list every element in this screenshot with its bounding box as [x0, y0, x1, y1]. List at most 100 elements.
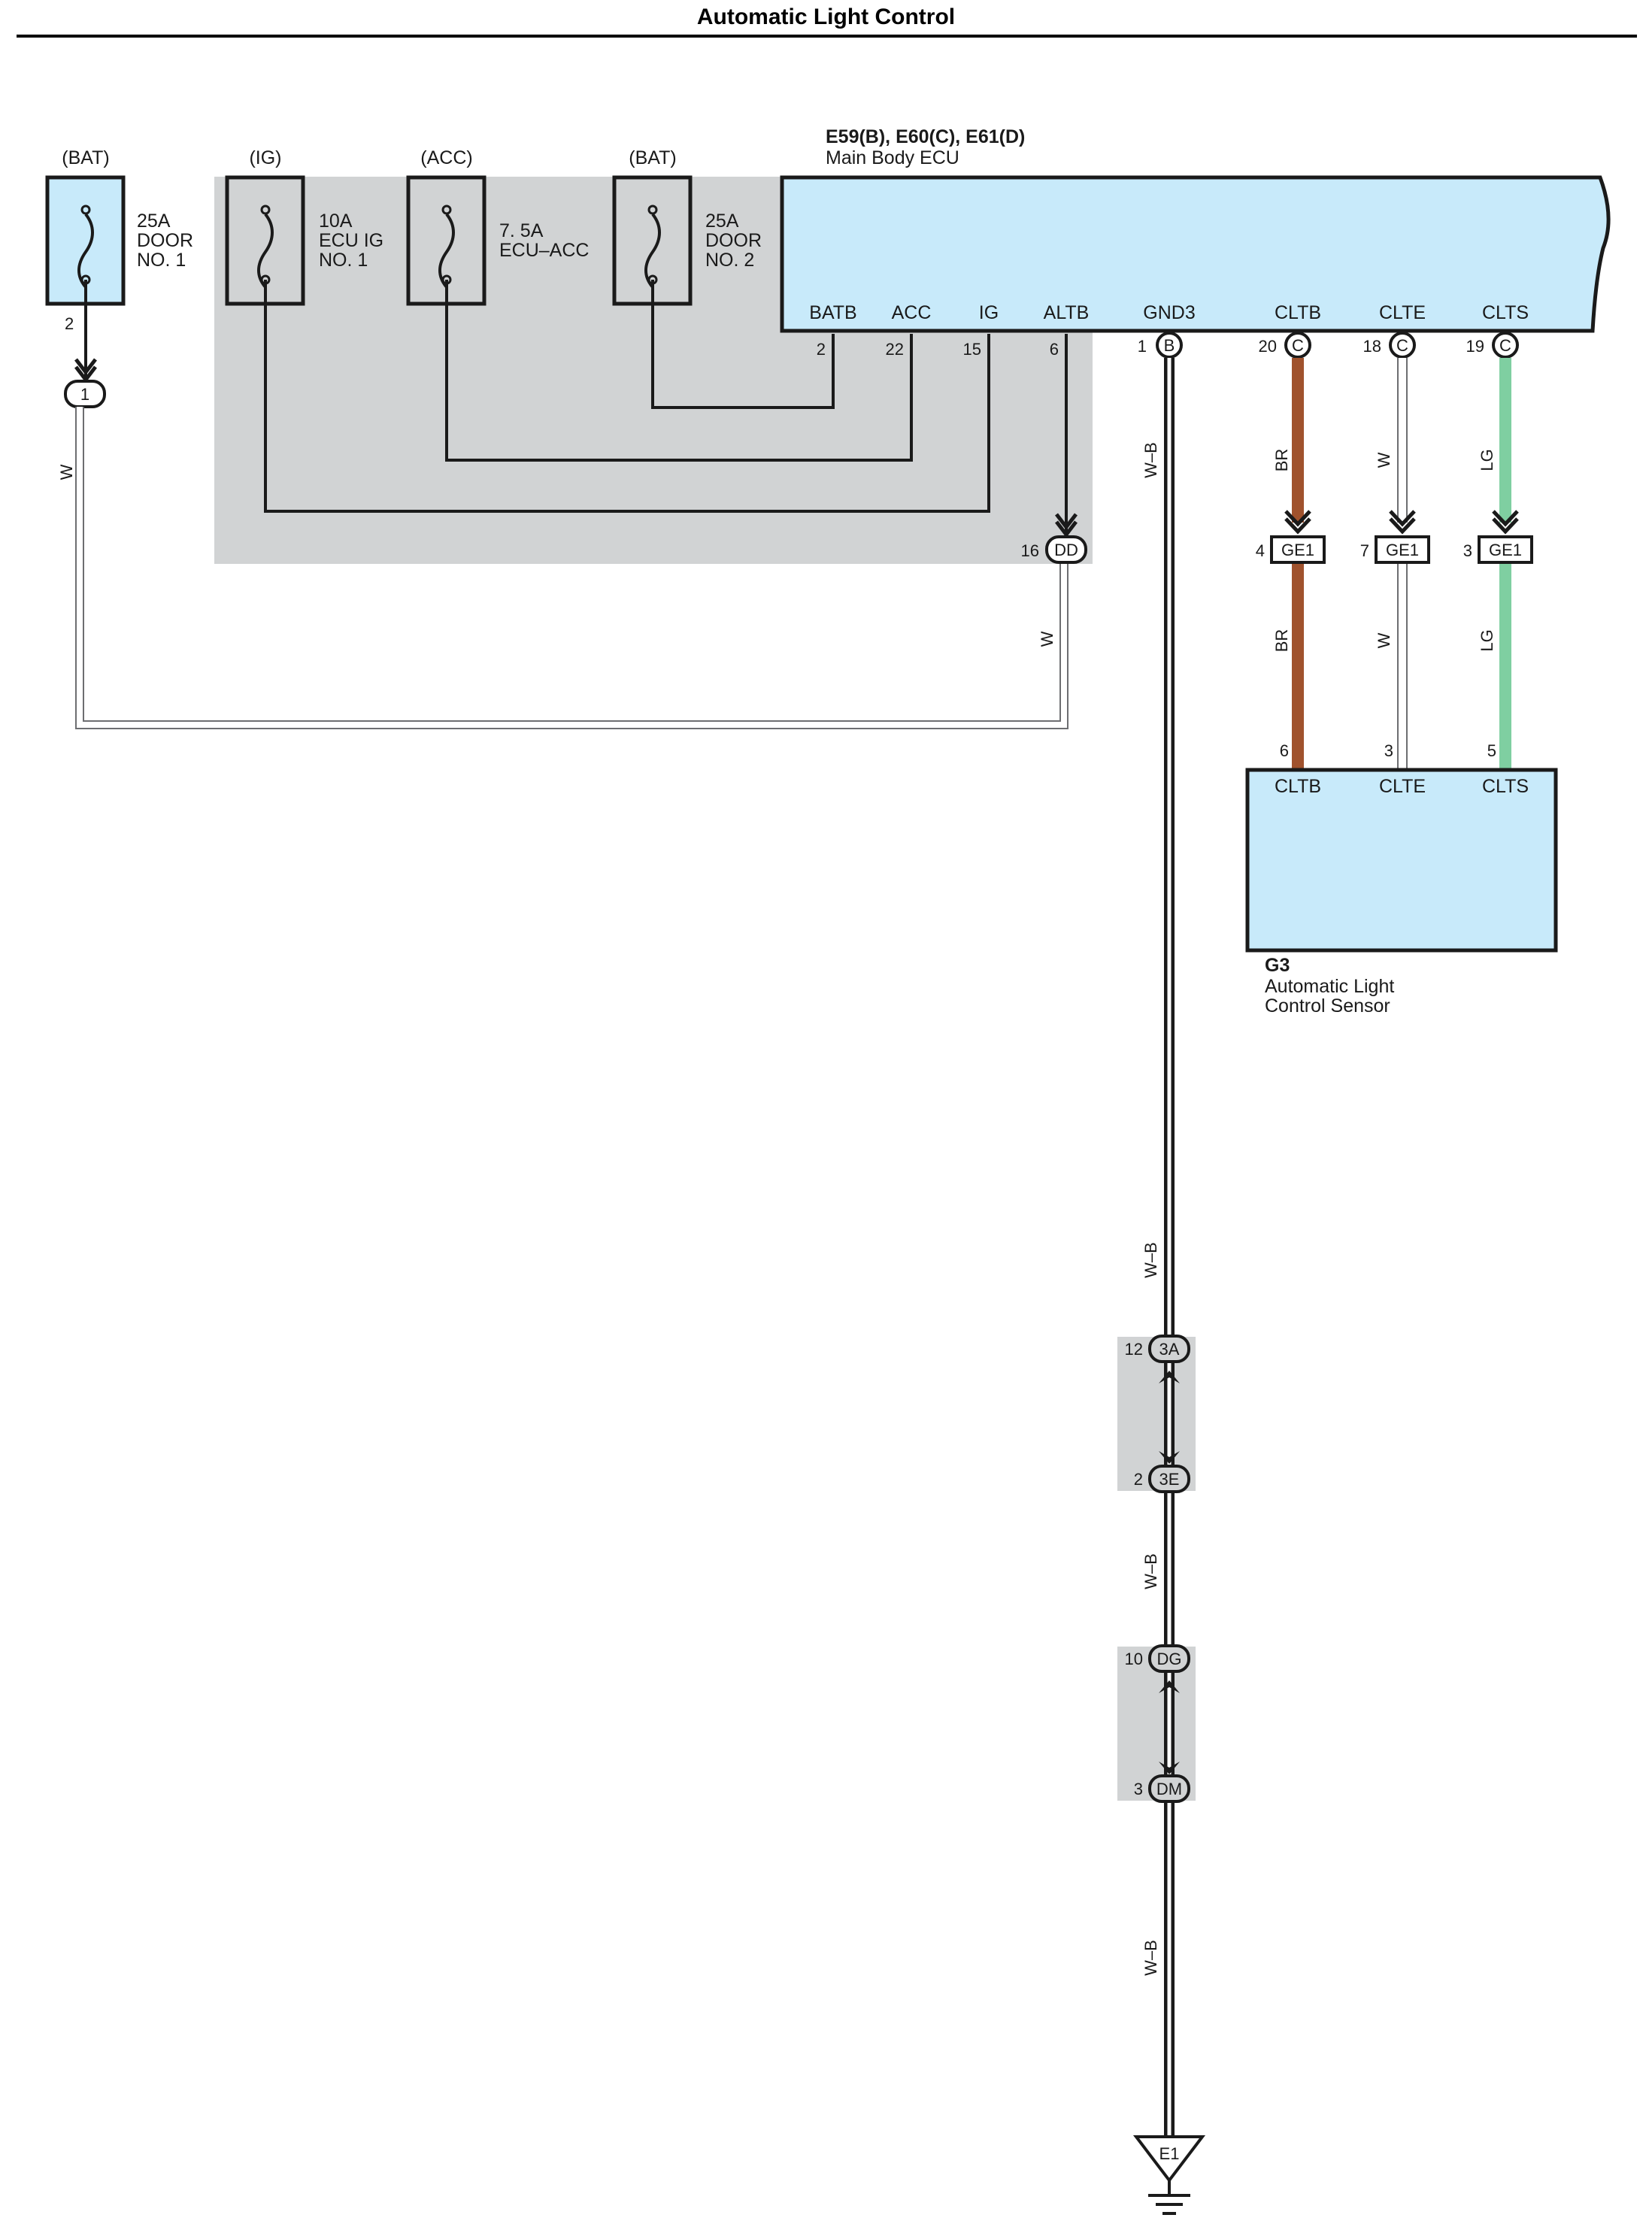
- ground-e1-label: E1: [1159, 2144, 1180, 2163]
- fuse2-element-icon: [257, 213, 274, 289]
- sensor-box: [1245, 768, 1558, 953]
- diagram-title: Automatic Light Control: [696, 5, 956, 29]
- ecu-pin-ig: 15: [963, 340, 981, 359]
- title-rule: [17, 35, 1637, 38]
- ge1-cltb-pin: 4: [1256, 541, 1265, 560]
- connector-ge1-clte: [1375, 535, 1430, 564]
- ge1-cltb-label: GE1: [1281, 541, 1314, 559]
- ecu-connector-c2-label: C: [1396, 336, 1408, 355]
- j3a-label: 3A: [1159, 1340, 1180, 1359]
- sensor-name-2: Control Sensor: [1265, 995, 1390, 1017]
- connector-dm: [1148, 1774, 1190, 1803]
- ecu-connector-b-label: B: [1164, 336, 1175, 355]
- junction-1-label: 1: [80, 385, 89, 404]
- wire-label-br-1: BR: [1272, 449, 1291, 472]
- jdm-label: DM: [1156, 1780, 1182, 1798]
- sensor-terminal-cltb: CLTB: [1275, 776, 1321, 797]
- ecu-terminal-batb: BATB: [809, 302, 856, 323]
- sensor-name-1: Automatic Light: [1265, 976, 1394, 997]
- connector-3e: [1148, 1465, 1190, 1493]
- ecu-pin-clts: 19: [1466, 337, 1484, 356]
- dd-label: DD: [1054, 541, 1078, 559]
- wire-label-wb-2: W–B: [1141, 1242, 1160, 1278]
- ecu-pin-cltb: 20: [1259, 337, 1277, 356]
- ecu-terminal-acc: ACC: [892, 302, 932, 323]
- ecu-terminal-clte: CLTE: [1379, 302, 1426, 323]
- jdm-pin: 3: [1134, 1780, 1143, 1798]
- ecu-box: [780, 175, 1611, 333]
- sensor-pin-clte: 3: [1384, 741, 1393, 760]
- ecu-connector-c3-label: C: [1499, 336, 1511, 355]
- fuse3-source: (ACC): [420, 147, 472, 168]
- fuse1-name2: NO. 1: [137, 250, 186, 271]
- junction-1: [64, 380, 106, 408]
- sensor-id: G3: [1265, 955, 1290, 976]
- jdg-label: DG: [1157, 1650, 1182, 1668]
- splice-panel-dg-dm: [1117, 1647, 1196, 1801]
- fuse4-name2: NO. 2: [705, 250, 754, 271]
- fuse1-source: (BAT): [62, 147, 109, 168]
- fuse2-name: ECU IG: [319, 230, 383, 251]
- wire-label-wb-1: W–B: [1141, 442, 1160, 478]
- ecu-terminal-gnd3: GND3: [1143, 302, 1195, 323]
- wire-label-w-left: W: [57, 464, 76, 480]
- ecu-pin-clte: 18: [1363, 337, 1381, 356]
- connector-3a: [1148, 1335, 1190, 1363]
- ecu-pin-batb: 2: [817, 340, 826, 359]
- ge1-clte-pin: 7: [1360, 541, 1369, 560]
- fuse2-source: (IG): [249, 147, 281, 168]
- ge1-clte-label: GE1: [1386, 541, 1419, 559]
- ecu-terminal-clts: CLTS: [1482, 302, 1529, 323]
- connector-ge1-clts: [1478, 535, 1533, 564]
- ecu-name: Main Body ECU: [826, 147, 959, 168]
- ecu-terminal-altb: ALTB: [1044, 302, 1090, 323]
- j3e-pin: 2: [1134, 1470, 1143, 1489]
- fuse2-name2: NO. 1: [319, 250, 368, 271]
- connector-dd: [1045, 535, 1087, 564]
- fuse1-element-icon: [77, 213, 94, 289]
- ge1-clts-pin: 3: [1463, 541, 1472, 560]
- wire-label-wb-3: W–B: [1141, 1553, 1160, 1589]
- ground-e1: [1132, 2135, 1206, 2183]
- ecu-connector-b: [1156, 332, 1183, 359]
- sensor-terminal-clts: CLTS: [1482, 776, 1529, 797]
- fuse3-name: ECU–ACC: [499, 240, 589, 261]
- wire-label-lg-1: LG: [1478, 449, 1496, 471]
- ecu-connector-c1: [1284, 332, 1311, 359]
- fuse1-name: DOOR: [137, 230, 193, 251]
- ecu-pin-gnd3: 1: [1138, 337, 1147, 356]
- wire-label-w-dd: W: [1038, 631, 1056, 647]
- fuse1-rating: 25A: [137, 211, 171, 232]
- ecu-terminal-cltb: CLTB: [1275, 302, 1321, 323]
- sensor-pin-clts: 5: [1487, 741, 1496, 760]
- fuse2-rating: 10A: [319, 211, 353, 232]
- fuse1-pin: 2: [65, 314, 74, 333]
- jdg-pin: 10: [1125, 1650, 1143, 1668]
- ecu-connectors: E59(B), E60(C), E61(D): [826, 126, 1025, 147]
- ecu-pin-acc: 22: [886, 340, 904, 359]
- fuse3-rating: 7. 5A: [499, 220, 544, 241]
- dd-pin: 16: [1021, 541, 1039, 560]
- fuse4-source: (BAT): [629, 147, 676, 168]
- wire-ig: [264, 280, 990, 513]
- wire-batb: [651, 280, 835, 409]
- ecu-connector-c1-label: C: [1292, 336, 1304, 355]
- fuse4-element-icon: [644, 213, 661, 289]
- ecu-pin-altb: 6: [1050, 340, 1059, 359]
- ge1-clts-label: GE1: [1489, 541, 1522, 559]
- splice-panel-3a-3e: [1117, 1337, 1196, 1491]
- sensor-pin-cltb: 6: [1280, 741, 1289, 760]
- wire-label-w-clte-2: W: [1375, 632, 1393, 648]
- wire-label-w-clte-1: W: [1375, 452, 1393, 468]
- fuse4-name: DOOR: [705, 230, 762, 251]
- ecu-terminal-ig: IG: [979, 302, 999, 323]
- wire-label-wb-4: W–B: [1141, 1940, 1160, 1976]
- ecu-connector-c3: [1492, 332, 1519, 359]
- j3a-pin: 12: [1125, 1340, 1143, 1359]
- ecu-connector-c2: [1389, 332, 1416, 359]
- wire-label-lg-2: LG: [1478, 629, 1496, 651]
- wire-acc: [445, 280, 913, 462]
- sensor-terminal-clte: CLTE: [1379, 776, 1426, 797]
- fuse4-rating: 25A: [705, 211, 739, 232]
